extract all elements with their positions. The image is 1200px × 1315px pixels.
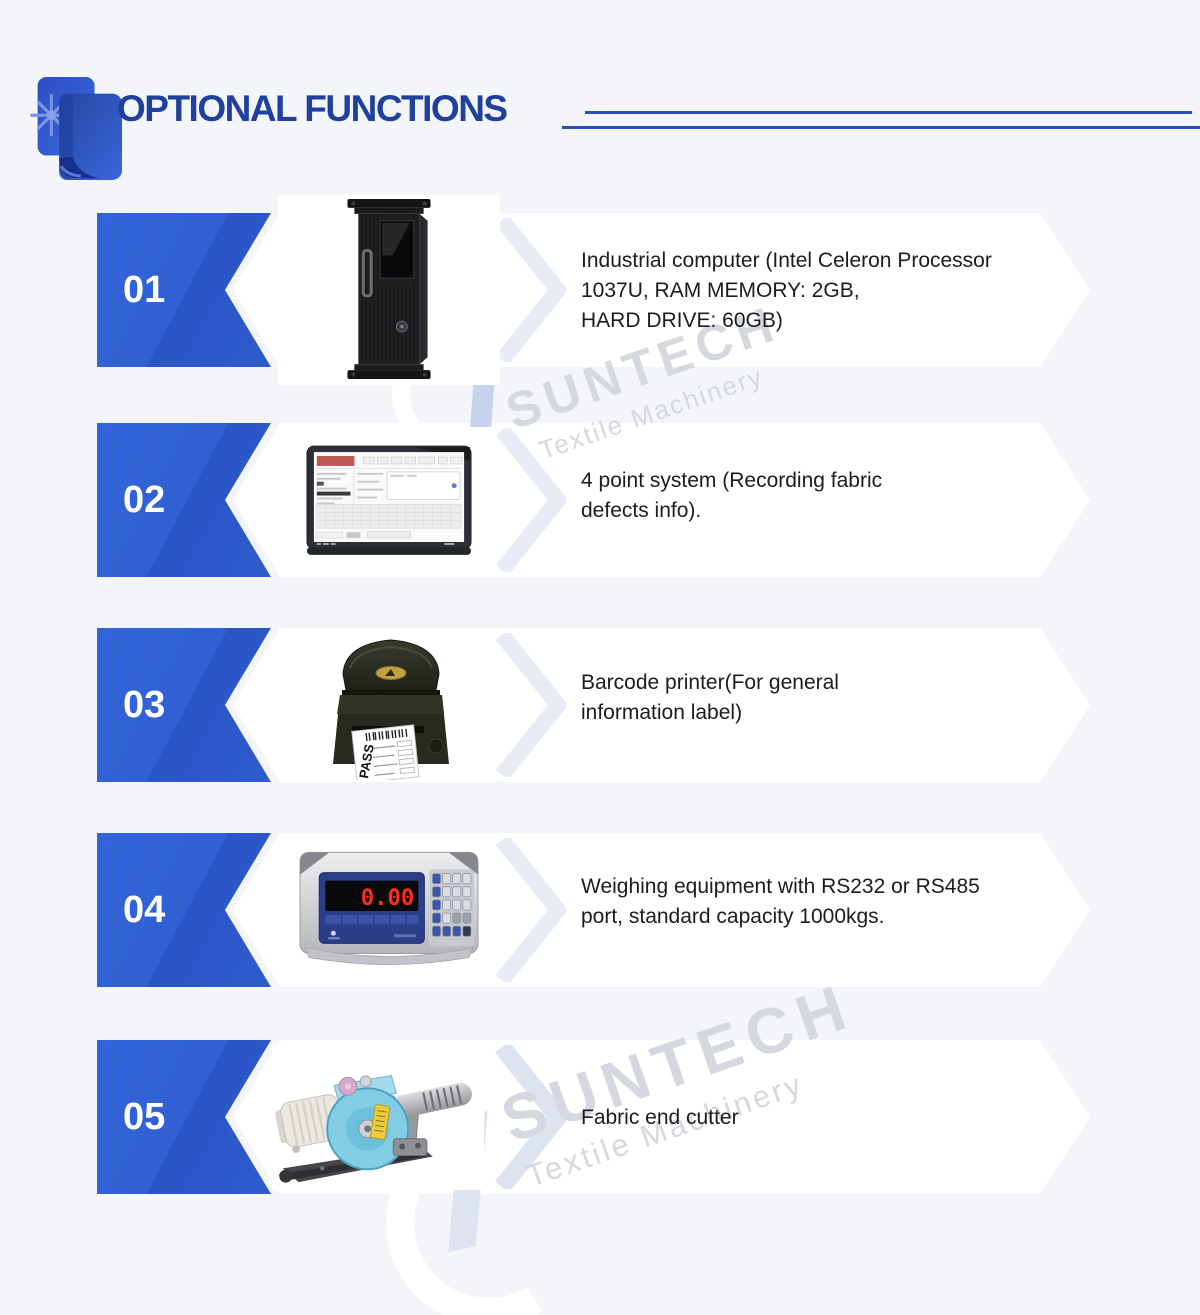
barcode-printer-illustration: PASS (333, 639, 449, 780)
option-number: 03 (123, 683, 166, 726)
option-description: Barcode printer(For general information … (581, 671, 839, 724)
fabric-roll-spark-icon (30, 76, 123, 181)
option-row-05: 05 (0, 1040, 1200, 1194)
four-point-system-photo (281, 427, 497, 573)
fabric-end-cutter-illustration (275, 1074, 472, 1183)
svg-text:0.00: 0.00 (361, 885, 415, 911)
fabric-end-cutter-photo (272, 1044, 484, 1190)
svg-text:PASS: PASS (356, 743, 377, 780)
option-row-04: 04 0.00 (0, 833, 1200, 987)
option-number: 01 (123, 268, 166, 311)
weighing-indicator-illustration: 0.00 (299, 851, 479, 965)
chevron-right-icon (495, 838, 566, 982)
chevron-right-icon (494, 1045, 566, 1189)
industrial-computer-illustration (347, 198, 431, 380)
option-row-02: 02 (0, 423, 1200, 577)
chevron-right-icon (495, 633, 566, 777)
option-description: Industrial computer (Intel Celeron Proce… (581, 249, 992, 332)
option-row-01: 01 Industrial compute (0, 195, 1200, 385)
page-title: OPTIONAL FUNCTIONS (117, 88, 508, 129)
option-number-banner: 05 (97, 1040, 271, 1194)
option-number: 02 (123, 478, 166, 521)
option-number: 04 (123, 888, 166, 931)
title-rule-top (585, 111, 1192, 114)
option-number-banner: 04 (97, 833, 271, 987)
weighing-equipment-photo: 0.00 (281, 847, 497, 973)
title-rule-bottom (562, 126, 1200, 129)
barcode-printer-photo: PASS (296, 632, 486, 780)
chevron-right-icon (495, 428, 566, 572)
option-description: Fabric end cutter (581, 1106, 739, 1129)
industrial-computer-photo (278, 195, 500, 385)
chevron-right-icon (495, 218, 566, 362)
option-description: 4 point system (Recording fabric defects… (581, 469, 883, 522)
option-description: Weighing equipment with RS232 or RS485 p… (581, 875, 980, 928)
option-number: 05 (123, 1095, 166, 1138)
four-point-system-illustration (306, 445, 472, 555)
option-row-03: 03 (0, 628, 1200, 782)
